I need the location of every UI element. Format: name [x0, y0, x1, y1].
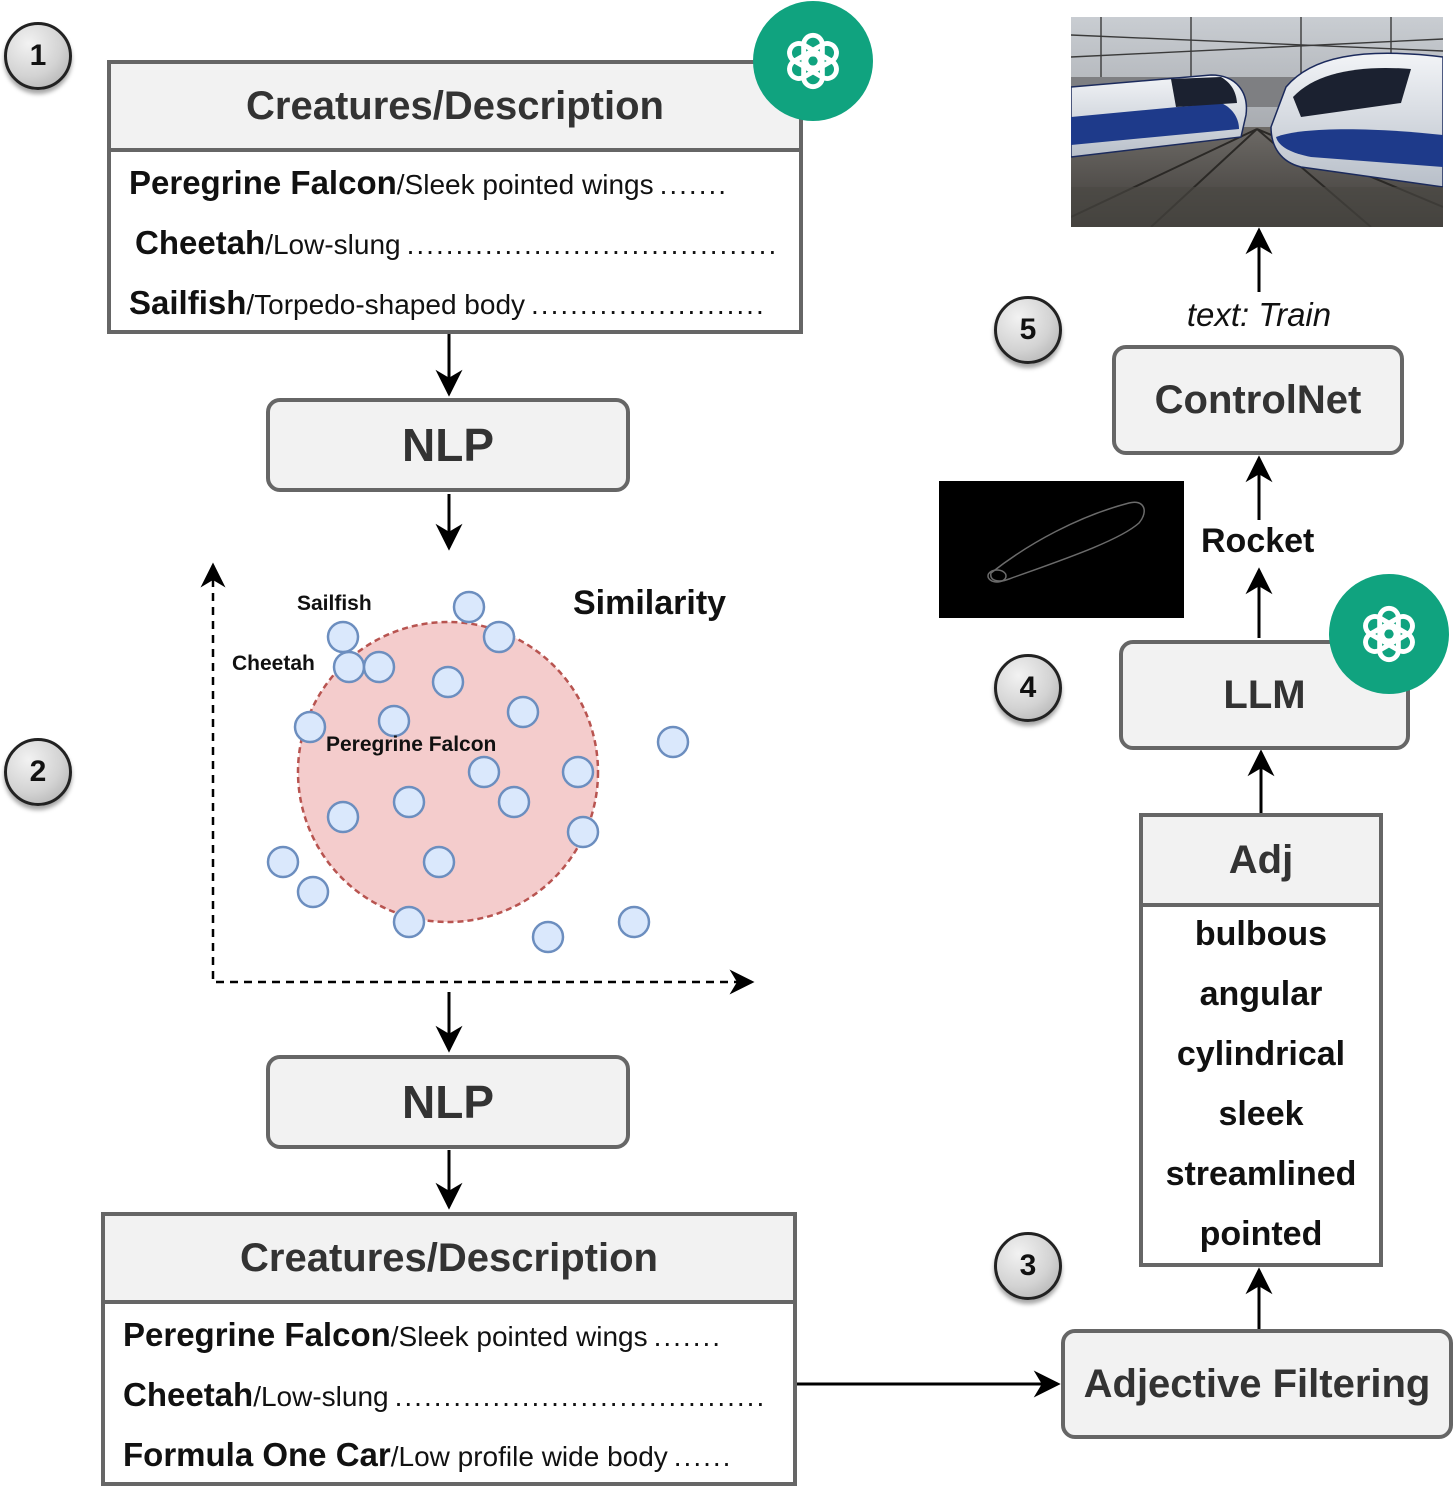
- plot-axes: [200, 562, 755, 995]
- creatures-table-top: Creatures/Description Peregrine Falcon /…: [107, 60, 803, 334]
- embedding-points: [266, 590, 690, 954]
- step-5-badge: 5: [994, 296, 1062, 364]
- text-prompt-label: text: Train: [1186, 296, 1332, 333]
- table-header: Creatures/Description: [105, 1216, 793, 1304]
- creatures-table-bottom: Creatures/Description Peregrine Falcon /…: [101, 1212, 797, 1486]
- creature-description: /Sleek pointed wings: [390, 1321, 648, 1352]
- rocket-sketch-image: [939, 481, 1184, 618]
- step-1-badge: 1: [4, 22, 72, 90]
- creature-description: /Low profile wide body: [390, 1441, 668, 1472]
- creature-name: Sailfish: [129, 284, 247, 321]
- controlnet-node: ControlNet: [1112, 345, 1404, 455]
- table-row: Sailfish /Torpedo-shaped body ..........…: [129, 284, 781, 324]
- creature-description: /Low-slung: [253, 1381, 389, 1412]
- creature-name: Formula One Car: [123, 1436, 391, 1473]
- point-label-falcon: Peregrine Falcon: [326, 733, 497, 756]
- step-4-badge: 4: [994, 654, 1062, 722]
- openai-logo-icon: [1329, 574, 1449, 694]
- creature-name: Peregrine Falcon: [129, 164, 397, 201]
- adjective-item: angular: [1199, 975, 1323, 1013]
- rocket-label: Rocket: [1201, 522, 1315, 560]
- step-2-badge: 2: [4, 738, 72, 806]
- table-row: Cheetah /Low-slung .....................…: [123, 1376, 775, 1416]
- nlp-node-bottom: NLP: [266, 1055, 630, 1149]
- table-row: Cheetah /Low-slung .....................…: [135, 224, 781, 264]
- adj-table-header: Adj: [1143, 817, 1379, 907]
- adjective-item: bulbous: [1194, 915, 1328, 953]
- adjective-item: cylindrical: [1176, 1035, 1346, 1073]
- leader-dots: ........................: [531, 289, 766, 320]
- leader-dots: ......: [673, 1441, 733, 1472]
- adjective-item: sleek: [1218, 1095, 1304, 1133]
- table-row: Peregrine Falcon /Sleek pointed wings ..…: [123, 1316, 775, 1356]
- step-3-badge: 3: [994, 1232, 1062, 1300]
- creature-description: /Torpedo-shaped body: [246, 289, 526, 320]
- creature-description: /Sleek pointed wings: [396, 169, 654, 200]
- creature-description: /Low-slung: [265, 229, 401, 260]
- creature-name: Peregrine Falcon: [123, 1316, 391, 1353]
- table-row: Formula One Car /Low profile wide body .…: [123, 1436, 775, 1476]
- table-header: Creatures/Description: [111, 64, 799, 152]
- leader-dots: .......: [659, 169, 729, 200]
- train-photo-image: [1071, 17, 1443, 227]
- adjective-filtering-node: Adjective Filtering: [1061, 1329, 1453, 1439]
- point-label-cheetah: Cheetah: [232, 652, 315, 675]
- nlp-node-top: NLP: [266, 398, 630, 492]
- leader-dots: ......................................: [394, 1381, 767, 1412]
- adjective-item: streamlined: [1165, 1155, 1357, 1193]
- creature-name: Cheetah: [123, 1376, 254, 1413]
- adjective-item: pointed: [1199, 1215, 1323, 1253]
- table-row: Peregrine Falcon /Sleek pointed wings ..…: [129, 164, 781, 204]
- point-label-sailfish: Sailfish: [297, 592, 372, 615]
- similarity-title: Similarity: [573, 584, 727, 622]
- leader-dots: .......: [653, 1321, 723, 1352]
- openai-logo-icon: [753, 1, 873, 121]
- leader-dots: ......................................: [406, 229, 779, 260]
- adjectives-table: Adj bulbous angular cylindrical sleek st…: [1139, 813, 1383, 1267]
- creature-name: Cheetah: [135, 224, 266, 261]
